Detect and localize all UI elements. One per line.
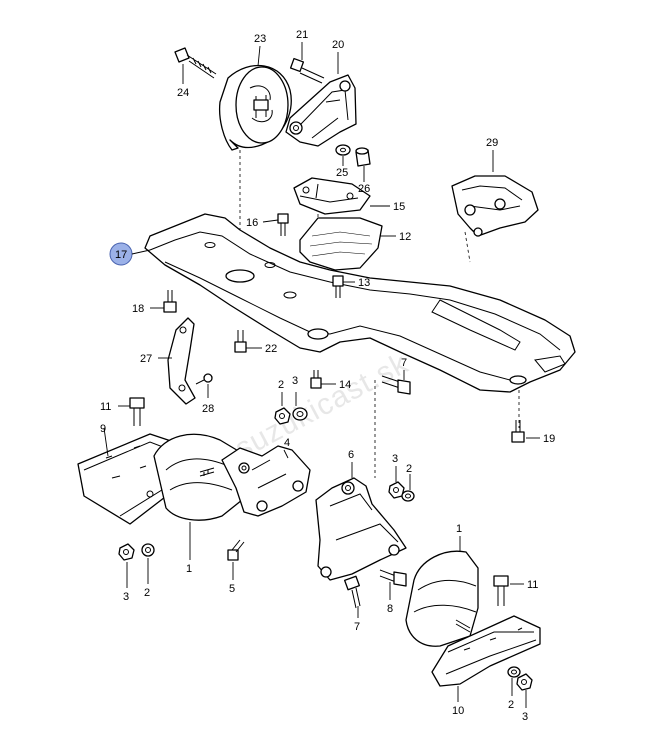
callout-3-mid: 3 (392, 453, 398, 465)
part-11-bolt[interactable] (129, 397, 145, 426)
callout-20: 20 (332, 39, 344, 51)
leader-9 (103, 427, 109, 457)
part-2-washer-right[interactable] (507, 666, 521, 678)
callout-21: 21 (296, 29, 308, 41)
part-17-crossmember[interactable] (144, 213, 576, 393)
part-5-bolt[interactable] (227, 539, 245, 561)
part-19-bolt[interactable] (511, 420, 525, 443)
part-13-bolt[interactable] (332, 275, 344, 298)
part-3-nut-right[interactable] (516, 673, 533, 691)
callout-2-right: 2 (508, 699, 514, 711)
callout-24: 24 (177, 87, 189, 99)
part-bolt-small-right[interactable] (455, 619, 471, 633)
callout-7-lower: 7 (354, 621, 360, 633)
part-7-bolt[interactable] (381, 375, 411, 395)
callout-8: 8 (387, 603, 393, 615)
part-26-spacer[interactable] (355, 147, 371, 167)
callout-25: 25 (336, 167, 348, 179)
part-3-nut[interactable] (274, 407, 291, 425)
callout-16: 16 (246, 217, 258, 229)
part-7-bolt-lower[interactable] (344, 575, 361, 609)
part-27-bracket[interactable] (167, 317, 196, 405)
callout-11: 11 (100, 401, 111, 413)
part-10-bracket[interactable] (431, 615, 541, 687)
part-28-bolt[interactable] (195, 373, 213, 385)
leader-17 (131, 249, 151, 255)
callout-3-right: 3 (522, 711, 528, 723)
part-14-bolt[interactable] (310, 370, 322, 389)
part-1-mount-right[interactable] (405, 550, 479, 647)
callout-18: 18 (132, 303, 144, 315)
part-16-bolt[interactable] (277, 213, 289, 236)
guide-line (464, 231, 471, 263)
part-6-bracket[interactable] (315, 477, 407, 581)
part-1-mount-left[interactable] (153, 433, 243, 521)
callout-12: 12 (399, 231, 411, 243)
part-29-bracket[interactable] (451, 175, 539, 237)
part-21-bolt[interactable] (289, 57, 325, 84)
callout-13: 13 (358, 277, 370, 289)
callout-4: 4 (284, 437, 290, 449)
part-18-bolt[interactable] (163, 290, 177, 313)
callout-19: 19 (543, 433, 555, 445)
callout-29: 29 (486, 137, 498, 149)
part-8-bolt[interactable] (379, 569, 407, 587)
callout-15: 15 (393, 201, 405, 213)
callout-14: 14 (339, 379, 351, 391)
callout-3-left: 3 (123, 591, 129, 603)
callout-2-mid: 2 (406, 463, 412, 475)
callout-9: 9 (100, 423, 106, 435)
part-2-washer[interactable] (292, 407, 308, 421)
part-3-nut-left[interactable] (118, 543, 135, 561)
callout-2-left: 2 (144, 587, 150, 599)
part-4-bracket[interactable] (221, 445, 311, 517)
callout-5: 5 (229, 583, 235, 595)
part-12-mount[interactable] (299, 217, 383, 271)
part-11-bolt-right[interactable] (493, 575, 509, 606)
callout-17: 17 (115, 249, 127, 261)
callout-3: 3 (292, 375, 298, 387)
callout-11-right: 11 (527, 579, 538, 591)
leader-16 (262, 219, 279, 223)
callout-26: 26 (358, 183, 370, 195)
part-bolt-small[interactable] (199, 467, 215, 477)
part-15-plate[interactable] (293, 177, 371, 215)
part-20-bracket[interactable] (285, 74, 357, 147)
callout-23: 23 (254, 33, 266, 45)
callout-2: 2 (278, 379, 284, 391)
part-24-bolt[interactable] (174, 47, 217, 79)
callout-10: 10 (452, 705, 464, 717)
callout-22: 22 (265, 343, 277, 355)
part-23-mount[interactable] (218, 64, 292, 151)
leader-4 (283, 449, 289, 459)
part-22-bolt[interactable] (234, 330, 247, 353)
callout-6: 6 (348, 449, 354, 461)
callout-1-right: 1 (456, 523, 462, 535)
part-25-washer[interactable] (335, 144, 351, 156)
callout-7: 7 (401, 357, 407, 369)
part-2-washer-mid[interactable] (401, 490, 415, 502)
leader-23 (257, 45, 261, 67)
callout-28: 28 (202, 403, 214, 415)
callout-1-left: 1 (186, 563, 192, 575)
callout-27: 27 (140, 353, 152, 365)
part-2-washer-left[interactable] (141, 543, 155, 557)
